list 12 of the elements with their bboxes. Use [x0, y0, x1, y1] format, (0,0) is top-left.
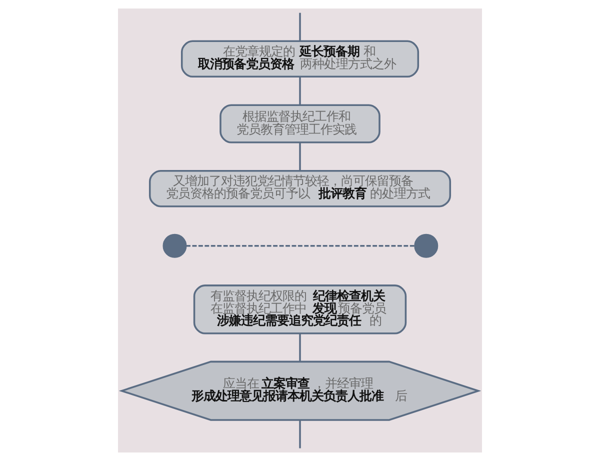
- connector: [299, 420, 301, 448]
- node-box: 有监督执纪权限的纪律检查机关在监督执纪工作中发现预备党员涉嫌违纪需要追究党纪责任的: [193, 284, 407, 334]
- connector: [299, 142, 301, 170]
- node-box: 又增加了对违犯党纪情节较轻，尚可保留预备党员资格的预备党员可予以批评教育的处理方式: [148, 170, 452, 208]
- connector: [186, 245, 415, 247]
- node-circle: [414, 234, 438, 258]
- connector: [299, 76, 301, 106]
- node-box: 根据监督执纪工作和党员教育管理工作实践: [220, 104, 380, 144]
- node-circle: [162, 234, 187, 258]
- connector: [299, 12, 301, 41]
- node-box: 在党章规定的延长预备期和取消预备党员资格两种处理方式之外: [180, 40, 420, 78]
- connector: [299, 334, 301, 362]
